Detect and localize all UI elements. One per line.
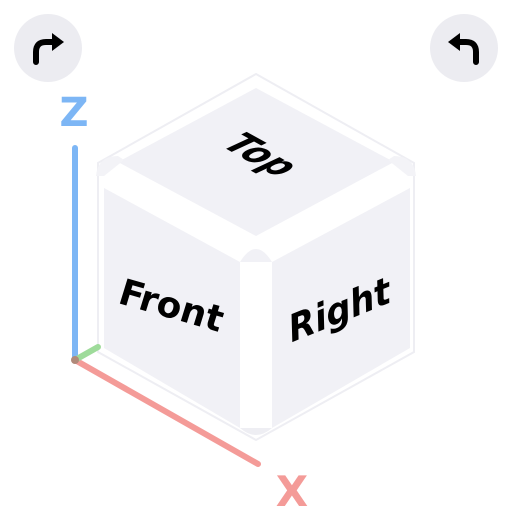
x-axis-line <box>72 357 261 467</box>
top-face[interactable] <box>118 88 394 236</box>
right-face[interactable] <box>272 188 410 428</box>
curved-arrow-right-icon <box>33 33 64 65</box>
front-face[interactable] <box>104 188 240 428</box>
x-axis-label: X <box>276 467 308 512</box>
corner-top-left[interactable] <box>96 156 124 176</box>
curved-arrow-left-icon <box>448 33 479 65</box>
corner-bottom-front[interactable] <box>240 428 272 435</box>
rotate-left-button[interactable] <box>14 14 82 82</box>
rotate-right-button[interactable] <box>430 14 498 82</box>
edge-front-right[interactable] <box>240 262 272 430</box>
y-axis-line <box>72 344 101 363</box>
axis-origin <box>71 356 79 364</box>
corner-top-right[interactable] <box>388 156 416 176</box>
z-axis-label: Z <box>59 90 88 136</box>
